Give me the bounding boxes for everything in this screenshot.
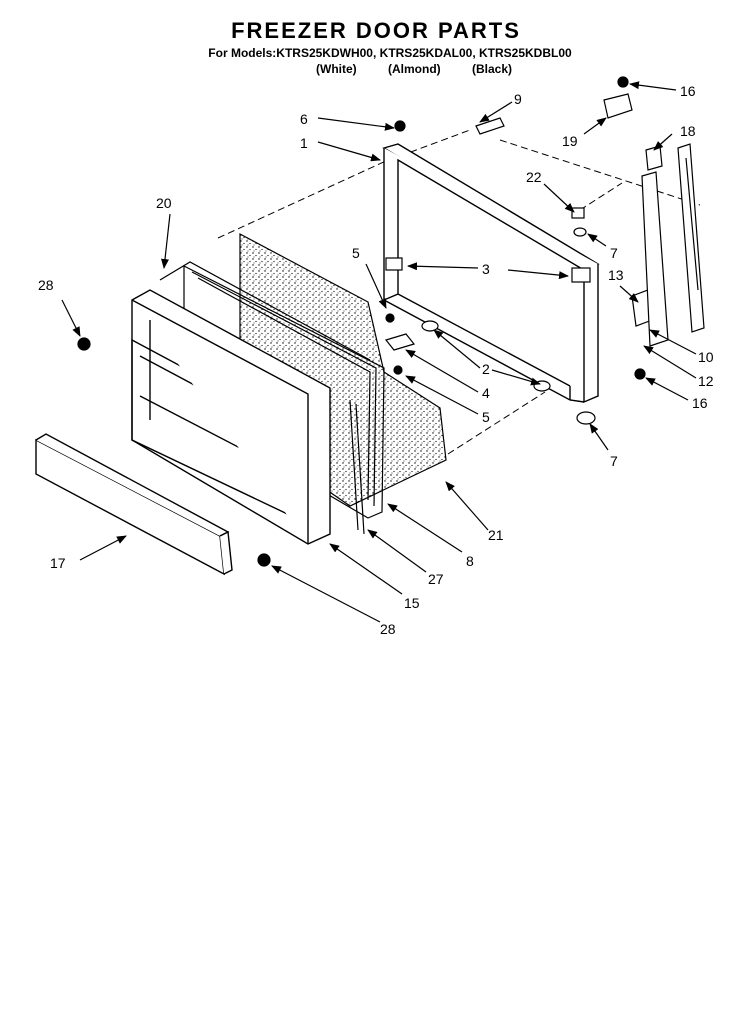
- callout-5-lower: 5: [482, 409, 490, 425]
- callout-3-left: 3: [482, 261, 490, 277]
- callout-labels: 6 1 9 16 19 18 22 7 3 13 5 20 28 2 4 5 7…: [38, 83, 714, 637]
- callout-27: 27: [428, 571, 444, 587]
- callout-4: 4: [482, 385, 490, 401]
- callout-28-left: 28: [38, 277, 54, 293]
- callout-17: 17: [50, 555, 66, 571]
- variant-white: (White): [316, 62, 357, 76]
- callout-28-bottom: 28: [380, 621, 396, 637]
- callout-9: 9: [514, 91, 522, 107]
- variant-almond: (Almond): [388, 62, 441, 76]
- models-line: For Models:KTRS25KDWH00, KTRS25KDAL00, K…: [208, 46, 572, 60]
- callout-18: 18: [680, 123, 696, 139]
- callout-12: 12: [698, 373, 714, 389]
- callout-10: 10: [698, 349, 714, 365]
- callout-7-lower: 7: [610, 453, 618, 469]
- callout-1: 1: [300, 135, 308, 151]
- callout-19: 19: [562, 133, 578, 149]
- callout-6: 6: [300, 111, 308, 127]
- leader-arrows: [61, 81, 697, 623]
- callout-22: 22: [526, 169, 542, 185]
- callout-16-bottom: 16: [692, 395, 708, 411]
- door-frame-part-1: [382, 143, 600, 404]
- door-liner-part-15: [131, 289, 331, 545]
- screws-and-bushings: [77, 76, 646, 567]
- callout-21: 21: [488, 527, 504, 543]
- callout-13: 13: [608, 267, 624, 283]
- callout-16-top: 16: [680, 83, 696, 99]
- callout-8: 8: [466, 553, 474, 569]
- callout-5-upper: 5: [352, 245, 360, 261]
- variant-black: (Black): [472, 62, 513, 76]
- callout-7-upper: 7: [610, 245, 618, 261]
- callout-20: 20: [156, 195, 172, 211]
- callout-2: 2: [482, 361, 490, 377]
- page-title: FREEZER DOOR PARTS: [231, 18, 521, 43]
- callout-15: 15: [404, 595, 420, 611]
- door-bar-part-17: [35, 433, 233, 576]
- handle-trim-parts: [475, 117, 705, 347]
